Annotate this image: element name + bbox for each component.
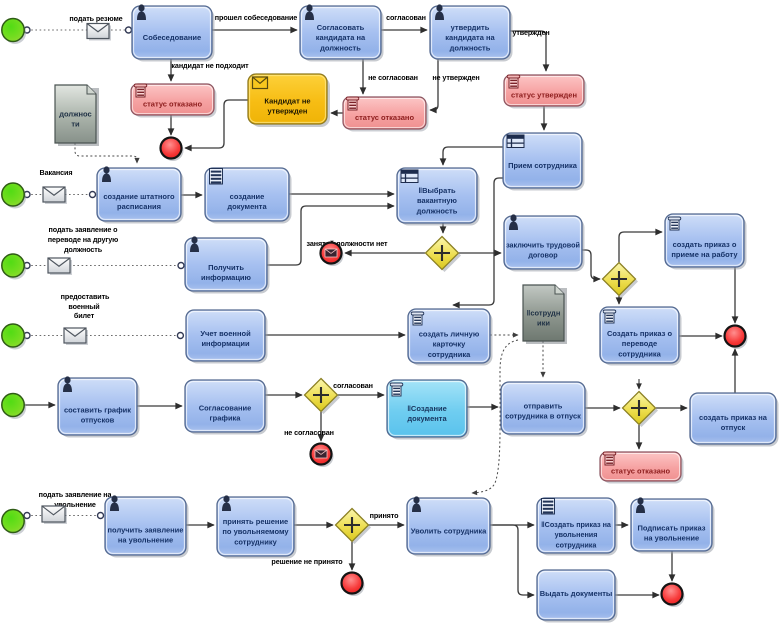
svg-text:Получить: Получить xyxy=(208,263,244,272)
svg-text:сотрудника в отпуск: сотрудника в отпуск xyxy=(505,412,581,421)
svg-text:принято: принято xyxy=(370,511,400,520)
svg-text:Уволить сотрудника: Уволить сотрудника xyxy=(411,527,487,536)
svg-text:Прием сотрудника: Прием сотрудника xyxy=(508,161,578,170)
svg-text:увольнения: увольнения xyxy=(555,530,598,539)
svg-text:переводе: переводе xyxy=(622,339,657,348)
svg-text:Создать приказ о: Создать приказ о xyxy=(607,329,672,338)
svg-text:предоставить: предоставить xyxy=(61,292,110,301)
svg-text:утвердить: утвердить xyxy=(451,23,490,32)
svg-text:кандидата на: кандидата на xyxy=(316,33,366,42)
svg-text:принять решение: принять решение xyxy=(223,517,288,526)
svg-text:графика: графика xyxy=(210,414,242,423)
svg-text:согласован: согласован xyxy=(386,13,426,22)
svg-text:договор: договор xyxy=(528,251,558,260)
svg-text:ики: ики xyxy=(537,319,550,328)
svg-text:‖Создать приказ на: ‖Создать приказ на xyxy=(541,520,612,529)
svg-text:билет: билет xyxy=(74,311,95,320)
svg-text:отпусков: отпусков xyxy=(81,416,115,425)
svg-text:подать заявление на: подать заявление на xyxy=(39,490,113,499)
svg-text:создание: создание xyxy=(230,192,265,201)
svg-text:Выдать документы: Выдать документы xyxy=(540,589,613,598)
svg-text:информацию: информацию xyxy=(201,273,252,282)
svg-text:подать резюме: подать резюме xyxy=(69,14,122,23)
svg-text:‖Выбрать: ‖Выбрать xyxy=(418,186,456,195)
svg-text:занятой должности нет: занятой должности нет xyxy=(307,239,388,248)
svg-text:Кандидат не: Кандидат не xyxy=(264,97,310,106)
svg-text:должность: должность xyxy=(320,43,361,52)
svg-text:утвержден: утвержден xyxy=(512,28,549,37)
svg-text:решение не принято: решение не принято xyxy=(271,557,343,566)
svg-text:подать заявление о: подать заявление о xyxy=(49,225,119,234)
svg-text:составить график: составить график xyxy=(64,406,131,415)
svg-text:Согласование: Согласование xyxy=(199,404,252,413)
svg-text:создать приказ на: создать приказ на xyxy=(699,413,768,422)
svg-text:кандидата на: кандидата на xyxy=(445,33,495,42)
svg-text:создание штатного: создание штатного xyxy=(103,192,175,201)
svg-text:заключить трудовой: заключить трудовой xyxy=(506,241,580,250)
svg-text:Собеседование: Собеседование xyxy=(143,33,201,42)
svg-text:расписания: расписания xyxy=(117,202,161,211)
svg-text:утвержден: утвержден xyxy=(268,107,308,116)
svg-text:должность: должность xyxy=(64,245,103,254)
svg-text:должность: должность xyxy=(417,206,458,215)
svg-text:статус отказано: статус отказано xyxy=(355,113,415,122)
svg-text:статус отказано: статус отказано xyxy=(143,100,203,109)
svg-text:документа: документа xyxy=(227,202,267,211)
svg-text:отправить: отправить xyxy=(524,402,563,411)
svg-text:сотрудника: сотрудника xyxy=(556,540,598,549)
svg-text:вакантную: вакантную xyxy=(417,196,458,205)
svg-text:на увольнение: на увольнение xyxy=(118,536,173,545)
svg-text:сотрудника: сотрудника xyxy=(428,350,471,359)
svg-text:создать приказ о: создать приказ о xyxy=(673,240,737,249)
svg-text:на увольнение: на увольнение xyxy=(644,534,699,543)
svg-text:кандидат не подходит: кандидат не подходит xyxy=(171,61,249,70)
svg-text:карточку: карточку xyxy=(433,340,466,349)
svg-text:прошел собеседование: прошел собеседование xyxy=(215,13,298,22)
svg-text:ти: ти xyxy=(71,120,80,129)
svg-text:не утвержден: не утвержден xyxy=(432,73,479,82)
svg-text:статус утвержден: статус утвержден xyxy=(511,91,577,100)
svg-text:‖Создание: ‖Создание xyxy=(407,404,447,413)
svg-text:сотрудника: сотрудника xyxy=(618,349,661,358)
svg-text:переводе на другую: переводе на другую xyxy=(48,235,118,244)
svg-text:Вакансия: Вакансия xyxy=(40,168,73,177)
svg-text:сотруднику: сотруднику xyxy=(234,537,277,546)
svg-text:‖сотрудн: ‖сотрудн xyxy=(527,309,561,318)
svg-text:увольнение: увольнение xyxy=(54,500,96,509)
svg-text:должность: должность xyxy=(450,43,491,52)
svg-text:Учет военной: Учет военной xyxy=(200,329,251,338)
svg-text:Согласовать: Согласовать xyxy=(317,23,365,32)
svg-text:не согласован: не согласован xyxy=(368,73,418,82)
svg-text:информации: информации xyxy=(201,339,250,348)
svg-text:статус отказано: статус отказано xyxy=(611,467,671,476)
svg-text:получить заявление: получить заявление xyxy=(108,526,184,535)
svg-text:документа: документа xyxy=(407,414,447,423)
svg-text:по увольняемому: по увольняемому xyxy=(222,527,289,536)
svg-text:согласован: согласован xyxy=(333,381,373,390)
svg-text:не согласован: не согласован xyxy=(284,428,334,437)
svg-text:отпуск: отпуск xyxy=(721,423,746,432)
svg-text:Подписать приказ: Подписать приказ xyxy=(637,524,705,533)
svg-text:должнос: должнос xyxy=(59,110,91,119)
svg-text:создать личную: создать личную xyxy=(419,329,480,338)
svg-text:военный: военный xyxy=(68,302,99,311)
svg-text:приеме на работу: приеме на работу xyxy=(671,250,738,259)
